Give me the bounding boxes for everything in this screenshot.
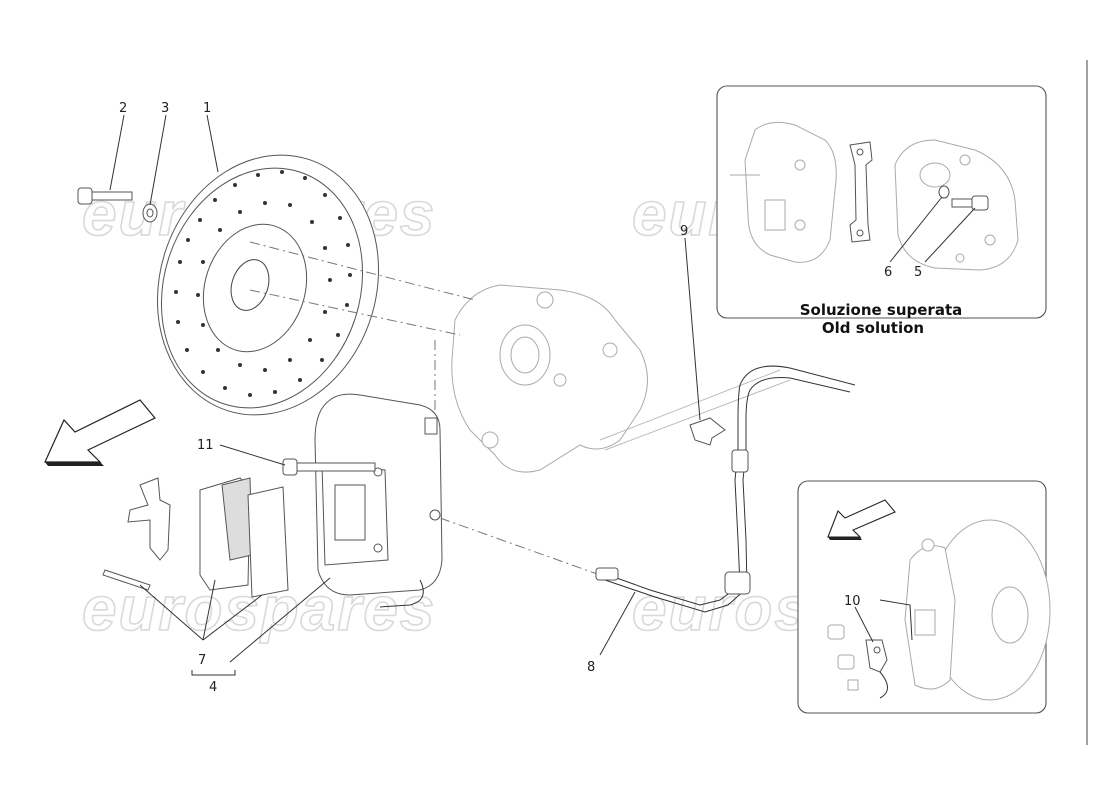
leader-10 <box>854 606 874 643</box>
leader-11 <box>219 444 286 466</box>
callout-1: 1 <box>203 101 211 116</box>
inset-caption-italian: Soluzione superata <box>800 301 963 319</box>
leader-2 <box>109 114 125 191</box>
brake-disc <box>156 154 380 416</box>
callout-10: 10 <box>844 594 861 609</box>
leader-7c <box>202 594 263 641</box>
brake-pads <box>199 477 289 598</box>
leader-1 <box>206 114 219 173</box>
direction-arrow-left <box>44 399 156 466</box>
leader-6 <box>889 196 943 263</box>
callout-5: 5 <box>914 265 922 280</box>
callout-8: 8 <box>587 660 595 675</box>
brace-7-4 <box>191 670 236 676</box>
inset-fittings <box>827 599 913 691</box>
leader-9 <box>684 237 701 421</box>
disc-bolt <box>77 187 133 205</box>
assembly-line-hose <box>439 517 601 576</box>
callout-2: 2 <box>119 101 127 116</box>
leader-7b <box>202 579 216 641</box>
callout-9: 9 <box>680 224 688 239</box>
washer <box>142 203 158 223</box>
inset-caliper-left <box>730 121 837 263</box>
leader-7a <box>139 584 204 641</box>
brake-caliper <box>314 393 443 608</box>
brake-hose <box>595 365 856 613</box>
callout-3: 3 <box>161 101 169 116</box>
callout-4: 4 <box>209 680 217 695</box>
inset-direction-arrow <box>827 499 896 540</box>
inset-sensor-clip <box>865 639 888 699</box>
hose-bracket <box>689 417 726 446</box>
leader-3 <box>149 114 167 206</box>
inset-bolt <box>951 195 989 211</box>
caliper-bolt <box>282 458 376 476</box>
leader-8 <box>599 591 636 656</box>
inset-adapter-plate <box>849 141 873 243</box>
callout-6: 6 <box>884 265 892 280</box>
callout-11: 11 <box>197 438 214 453</box>
inset-washer <box>938 185 950 199</box>
inset-old-solution: 6 5 Soluzione superata Old solution <box>716 85 1047 337</box>
pad-spring-clip <box>102 477 171 591</box>
leader-5 <box>924 207 976 263</box>
hub-carrier-ghost <box>451 284 791 473</box>
inset-caption-english: Old solution <box>822 319 924 337</box>
inset-detail-bracket: 10 <box>797 480 1051 714</box>
leader-4 <box>229 577 331 663</box>
assembly-line-disc-bottom <box>249 289 461 336</box>
callout-7: 7 <box>198 653 206 668</box>
inset-disc-caliper <box>904 519 1051 701</box>
